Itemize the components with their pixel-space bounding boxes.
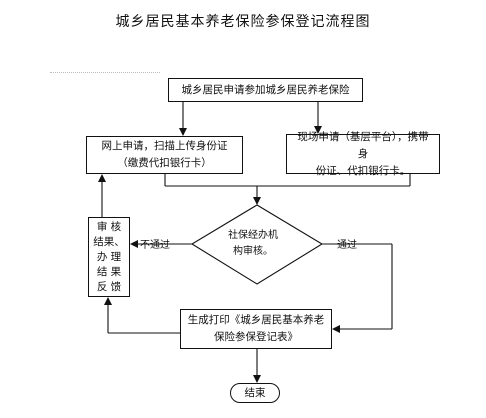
edge-label-not-passed: 不通过 <box>140 240 170 251</box>
print-line2: 保险参保登记表》 <box>214 331 298 343</box>
online-line2: （缴费代扣银行卡） <box>117 157 212 169</box>
edge-label-passed: 通过 <box>337 240 357 251</box>
review-line2: 构审核。 <box>233 246 273 257</box>
end-label: 结束 <box>244 386 266 399</box>
onsite-line2: 份证、代扣银行卡。 <box>315 164 411 177</box>
start-box: 城乡居民申请参加城乡居民养老保险 <box>168 78 363 102</box>
print-line1: 生成打印《城乡居民基本养老 <box>187 314 325 326</box>
review-diamond <box>190 204 324 285</box>
result-line5: 反 馈 <box>96 280 122 293</box>
result-line2: 结果、 <box>93 235 125 248</box>
start-label: 城乡居民申请参加城乡居民养老保险 <box>181 83 350 96</box>
print-form-box: 生成打印《城乡居民基本养老 保险参保登记表》 <box>180 309 332 349</box>
review-label: 社保经办机 构审核。 <box>223 228 283 260</box>
end-terminal: 结束 <box>230 383 280 403</box>
result-line4: 结 果 <box>96 265 122 278</box>
review-line1: 社保经办机 <box>228 230 278 241</box>
online-application-box: 网上申请，扫描上传身份证 （缴费代扣银行卡） <box>86 136 243 174</box>
result-feedback-box: 审 核 结果、 办 理 结 果 反 馈 <box>88 217 130 297</box>
online-line1: 网上申请，扫描上传身份证 <box>101 140 228 152</box>
onsite-application-box: 现场申请（基层平台），携带身 份证、代扣银行卡。 <box>286 131 440 177</box>
dotted-divider <box>50 72 160 73</box>
result-line1: 审 核 <box>96 220 122 233</box>
page-title: 城乡居民基本养老保险参保登记流程图 <box>115 14 371 30</box>
result-line3: 办 理 <box>96 250 122 263</box>
onsite-line1: 现场申请（基层平台），携带身 <box>297 130 429 160</box>
